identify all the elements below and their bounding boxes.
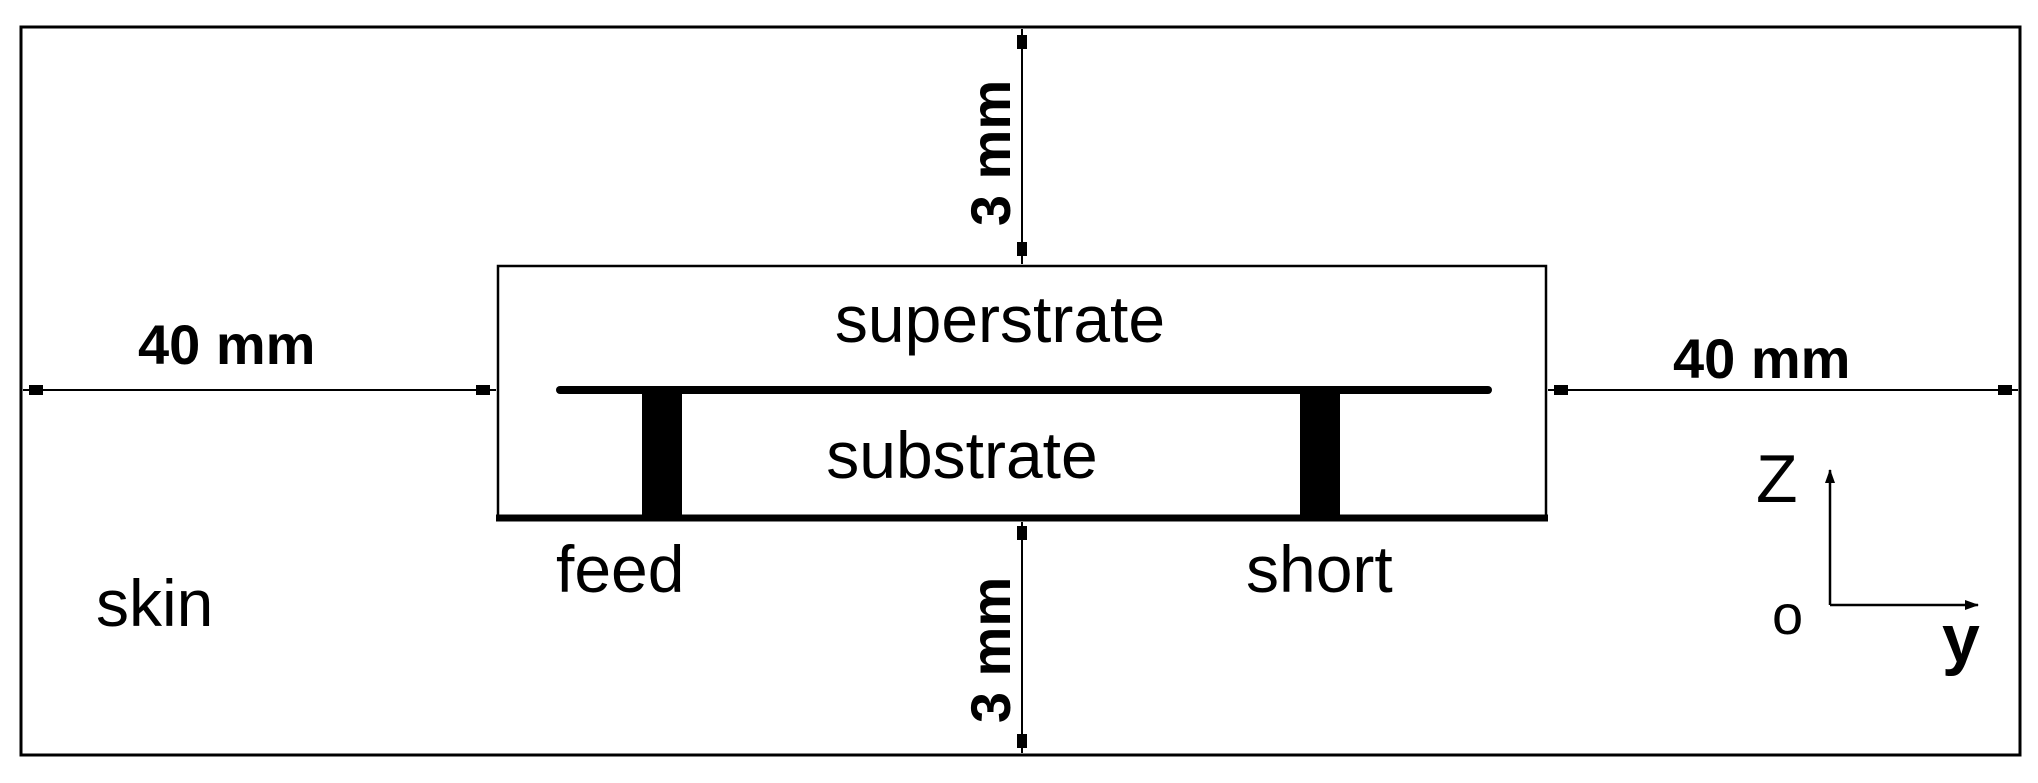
dim-bottom-tick-start <box>1017 526 1027 540</box>
feed-label: feed <box>556 532 684 606</box>
dim-left-tick-end <box>476 385 490 395</box>
dim-right-label: 40 mm <box>1673 327 1850 390</box>
z-axis-label: Z <box>1756 441 1798 517</box>
superstrate-label: superstrate <box>835 282 1165 356</box>
dim-left-tick-start <box>29 385 43 395</box>
feed-pin <box>642 390 682 518</box>
dim-bottom-tick-end <box>1017 734 1027 748</box>
dim-top-tick-end <box>1017 242 1027 256</box>
skin-boundary <box>19 25 2022 757</box>
dim-left-label: 40 mm <box>138 313 315 376</box>
skin-label: skin <box>96 566 213 640</box>
dim-right-tick-end <box>1998 385 2012 395</box>
short-pin <box>1300 390 1340 518</box>
dim-right-tick-start <box>1554 385 1568 395</box>
dim-top-tick-start <box>1017 35 1027 49</box>
short-label: short <box>1246 532 1393 606</box>
dim-bottom-label: 3 mm <box>959 577 1022 723</box>
y-axis-label: y <box>1942 601 1980 677</box>
dim-top-label: 3 mm <box>959 80 1022 226</box>
origin-label: o <box>1772 583 1803 646</box>
substrate-label: substrate <box>826 418 1097 492</box>
